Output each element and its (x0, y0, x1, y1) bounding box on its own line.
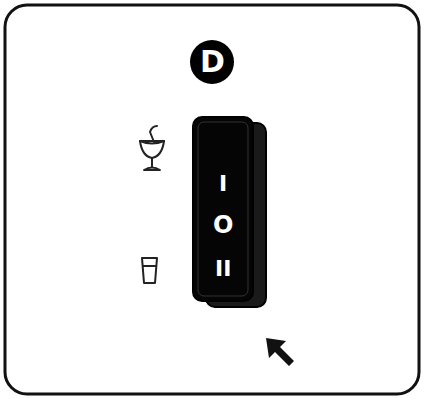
letter-badge: D (190, 40, 234, 84)
dessert-glass-icon (140, 126, 164, 170)
rocker-switch: IO II (193, 117, 253, 301)
switch-position-mark: II (215, 258, 231, 280)
badge-letter: D (200, 47, 225, 77)
switch-face-highlight (198, 122, 248, 296)
pointer-arrow (266, 338, 294, 366)
switch-position-mark: I (219, 173, 227, 195)
switch-position-mark: O (213, 213, 233, 237)
switch-face (193, 117, 253, 301)
panel-frame (5, 5, 419, 394)
drink-glass-icon (142, 258, 157, 283)
